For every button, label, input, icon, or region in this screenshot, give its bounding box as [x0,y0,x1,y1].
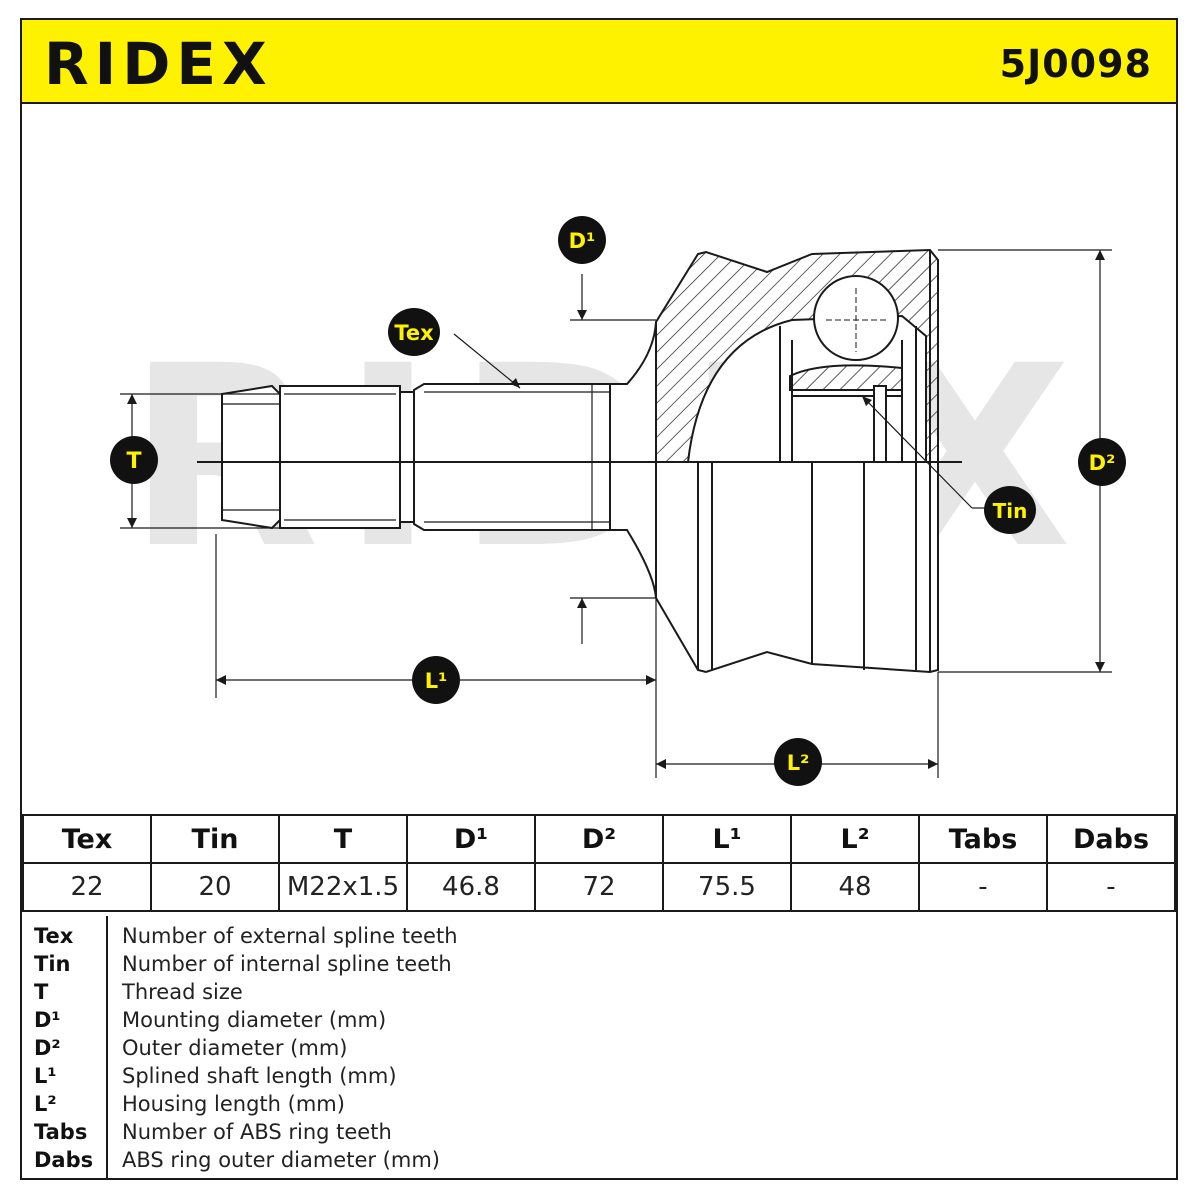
label-tin-text: Tin [993,499,1028,523]
spec-value: - [1046,862,1176,912]
legend-text: Housing length (mm) [122,1092,345,1116]
spec-value: - [918,862,1048,912]
spec-value: 72 [534,862,664,912]
legend-row: T Thread size [22,978,1176,1006]
legend-row: L² Housing length (mm) [22,1090,1176,1118]
label-d1-text: D¹ [569,229,596,253]
legend-text: Number of ABS ring teeth [122,1120,392,1144]
thread-section [279,385,401,529]
legend-row: D² Outer diameter (mm) [22,1034,1176,1062]
legend-row: Tin Number of internal spline teeth [22,950,1176,978]
spline-shaft [413,383,611,531]
legend-text: Outer diameter (mm) [122,1036,348,1060]
label-tex-text: Tex [394,321,434,345]
label-t-text: T [126,449,141,474]
spec-header: D¹ [406,814,536,864]
legend-key: D² [34,1036,61,1060]
legend-key: Dabs [34,1148,94,1172]
legend-key: D¹ [34,1008,61,1032]
spec-value-row: 22 20 M22x1.5 46.8 72 75.5 48 - - [22,862,1176,912]
legend-text: Splined shaft length (mm) [122,1064,397,1088]
spec-value: 46.8 [406,862,536,912]
thread-end [221,384,281,530]
label-d2-text: D² [1089,451,1116,475]
housing-outer [655,461,939,674]
legend-key: Tex [34,924,74,948]
spec-value: 20 [150,862,280,912]
label-l1: L¹ [412,656,460,704]
legend-key: Tin [34,952,71,976]
legend-row: D¹ Mounting diameter (mm) [22,1006,1176,1034]
legend-row: Tex Number of external spline teeth [22,922,1176,950]
spec-header: Tabs [918,814,1048,864]
part-number: 5J0098 [999,42,1152,86]
spec-header: Tin [150,814,280,864]
label-l2-text: L² [787,751,810,775]
spec-header: L¹ [662,814,792,864]
spec-header: D² [534,814,664,864]
spec-header: Dabs [1046,814,1176,864]
legend-key: Tabs [34,1120,88,1144]
spec-header: T [278,814,408,864]
legend-text: ABS ring outer diameter (mm) [122,1148,440,1172]
label-l1-text: L¹ [425,669,448,693]
legend-key: L¹ [34,1064,57,1088]
spec-value: M22x1.5 [278,862,408,912]
legend-text: Number of internal spline teeth [122,952,452,976]
legend-text: Number of external spline teeth [122,924,458,948]
legend: Tex Number of external spline teeth Tin … [22,916,1176,1178]
legend-row: L¹ Splined shaft length (mm) [22,1062,1176,1090]
technical-drawing: RIDEX [110,216,1126,786]
spec-header: L² [790,814,920,864]
spec-table: Tex Tin T D¹ D² L¹ L² Tabs Dabs 22 20 M2… [22,814,1176,912]
label-tin: Tin [984,486,1036,534]
spec-value: 48 [790,862,920,912]
header-bar: RIDEX 5J0098 [22,20,1176,104]
label-d2: D² [1078,438,1126,486]
label-d1: D¹ [558,216,606,264]
datasheet-frame: RIDEX 5J0098 RIDEX [20,18,1178,1180]
spec-value: 75.5 [662,862,792,912]
spec-header: Tex [22,814,152,864]
legend-divider [106,916,108,1178]
legend-key: L² [34,1092,57,1116]
label-l2: L² [774,738,822,786]
legend-row: Dabs ABS ring outer diameter (mm) [22,1146,1176,1174]
legend-text: Thread size [122,980,243,1004]
spec-value: 22 [22,862,152,912]
spec-header-row: Tex Tin T D¹ D² L¹ L² Tabs Dabs [22,814,1176,864]
legend-text: Mounting diameter (mm) [122,1008,387,1032]
brand-logo: RIDEX [44,30,273,98]
legend-key: T [34,980,49,1004]
label-t: T [110,436,158,484]
legend-row: Tabs Number of ABS ring teeth [22,1118,1176,1146]
label-tex: Tex [388,308,440,356]
